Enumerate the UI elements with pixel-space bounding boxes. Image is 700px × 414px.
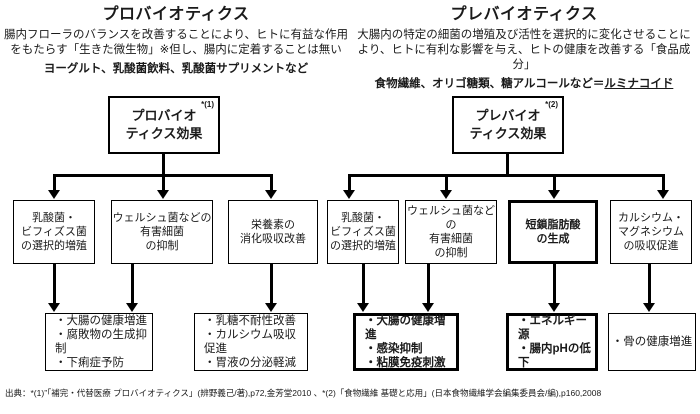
prebiotics-middle-box-3: 短鎖脂肪酸 の生成	[508, 200, 598, 264]
arrow-prebiotics-mid-4	[657, 190, 669, 199]
prebiotics-header: プレバイオティクス 大腸内の特定の細菌の増殖及び活性を選択的に変化させることに …	[350, 0, 698, 92]
probiotics-leaf-label-1: ・大腸の健康増進 ・腐敗物の生成抑制 ・下痢症予防	[55, 315, 147, 369]
connector-prebiotics-leaf-stem-3	[553, 264, 556, 304]
arrow-prebiotics-leaf-1	[357, 303, 369, 312]
connector-prebiotics-drop-3	[553, 174, 556, 191]
connector-prebiotics-bus	[348, 174, 665, 177]
arrow-prebiotics-leaf-4	[643, 303, 655, 312]
prebiotics-leaf-box-2: ・エネルギー源 ・腸内pHの低下	[506, 313, 598, 371]
arrow-probiotics-leaf-2	[126, 303, 138, 312]
probiotics-leaf-box-2: ・乳糖不耐性改善 ・カルシウム吸収促進 ・胃液の分泌軽減	[194, 313, 308, 371]
arrow-probiotics-mid-3	[265, 190, 277, 199]
connector-probiotics-drop-2	[162, 174, 165, 191]
prebiotics-middle-box-4: カルシウム・ マグネシウム の吸収促進	[610, 200, 692, 264]
probiotics-root-box: *(1) プロバイオ ティクス効果	[108, 96, 220, 154]
prebiotics-leaf-box-1: ・大腸の健康増進 ・感染抑制 ・粘膜免疫刺激	[353, 313, 459, 371]
arrow-probiotics-mid-2	[157, 190, 169, 199]
probiotics-title: プロバイオティクス	[102, 6, 250, 23]
arrow-probiotics-mid-1	[48, 190, 60, 199]
prebiotics-root-footnote: *(2)	[545, 100, 558, 109]
prebiotics-root-label: プレバイオ ティクス効果	[469, 108, 547, 141]
source-citation: 出典：*(1)”「補完・代替医療 プロバイオティクス」(辨野義己/著),p72,…	[5, 388, 602, 398]
probiotics-leaf-box-1: ・大腸の健康増進 ・腐敗物の生成抑制 ・下痢症予防	[45, 313, 153, 371]
probiotics-middle-box-2: ウェルシュ菌などの 有害細菌 の抑制	[111, 200, 213, 264]
prebiotics-description: 大腸内の特定の細菌の増殖及び活性を選択的に変化させることに より、ヒトに有利な影…	[357, 29, 691, 71]
prebiotics-leaf-label-2: ・エネルギー源 ・腸内pHの低下	[518, 315, 591, 369]
prebiotics-middle-label-3: 短鎖脂肪酸 の生成	[525, 219, 581, 245]
prebiotics-leaf-label-3: ・骨の健康増進	[611, 336, 693, 348]
probiotics-middle-box-3: 栄養素の 消化吸収改善	[228, 200, 318, 264]
prebiotics-examples-text: 食物繊維、オリゴ糖類、糖アルコールなど＝	[374, 78, 605, 90]
probiotics-examples-text: ヨーグルト、乳酸菌飲料、乳酸菌サプリメントなど	[43, 63, 309, 75]
connector-prebiotics-leaf-stem-1	[362, 264, 365, 304]
connector-probiotics-root-stem	[162, 154, 165, 176]
connector-probiotics-leaf-stem-1	[53, 264, 56, 304]
arrow-prebiotics-mid-1	[343, 190, 355, 199]
connector-prebiotics-drop-2	[445, 174, 448, 191]
prebiotics-leaf-label-1: ・大腸の健康増進 ・感染抑制 ・粘膜免疫刺激	[365, 315, 446, 369]
prebiotics-examples-underlined: ルミナコイド	[604, 78, 674, 90]
connector-probiotics-drop-1	[53, 174, 56, 191]
connector-prebiotics-drop-4	[662, 174, 665, 191]
probiotics-root-footnote: *(1)	[201, 100, 214, 109]
prebiotics-middle-box-1: 乳酸菌・ ビフィズス菌 の選択的増殖	[327, 200, 399, 264]
probiotics-description: 腸内フローラのバランスを改善することにより、ヒトに有益な作用 をもたらす「生きた…	[3, 29, 349, 56]
probiotics-middle-box-1: 乳酸菌・ ビフィズス菌 の選択的増殖	[13, 200, 95, 264]
prebiotics-root-box: *(2) プレバイオ ティクス効果	[452, 96, 564, 154]
prebiotics-middle-label-4: カルシウム・ マグネシウム の吸収促進	[618, 212, 684, 252]
prebiotics-middle-label-1: 乳酸菌・ ビフィズス菌 の選択的増殖	[330, 212, 396, 252]
connector-prebiotics-leaf-stem-4	[648, 264, 651, 304]
arrow-prebiotics-mid-2	[440, 190, 452, 199]
prebiotics-examples: 食物繊維、オリゴ糖類、糖アルコールなど＝ルミナコイド	[350, 77, 698, 92]
prebiotics-middle-label-2: ウェルシュ菌などの 有害細菌 の抑制	[407, 205, 495, 259]
probiotics-header: プロバイオティクス 腸内フローラのバランスを改善することにより、ヒトに有益な作用…	[2, 0, 350, 77]
connector-prebiotics-leaf-stem-2	[427, 264, 430, 304]
probiotics-leaf-label-2: ・乳糖不耐性改善 ・カルシウム吸収促進 ・胃液の分泌軽減	[204, 315, 296, 369]
arrow-prebiotics-leaf-2	[422, 303, 434, 312]
arrow-probiotics-leaf-1	[48, 303, 60, 312]
prebiotics-middle-box-2: ウェルシュ菌などの 有害細菌 の抑制	[405, 200, 497, 264]
prebiotics-title: プレバイオティクス	[450, 6, 598, 23]
probiotics-examples: ヨーグルト、乳酸菌飲料、乳酸菌サプリメントなど	[2, 62, 350, 77]
prebiotics-leaf-box-3: ・骨の健康増進	[608, 313, 696, 371]
connector-probiotics-leaf-stem-3	[270, 264, 273, 304]
arrow-probiotics-leaf-3	[265, 303, 277, 312]
probiotics-root-label: プロバイオ ティクス効果	[125, 108, 203, 141]
arrow-prebiotics-mid-3	[548, 190, 560, 199]
arrow-prebiotics-leaf-3	[548, 303, 560, 312]
probiotics-middle-label-3: 栄養素の 消化吸収改善	[240, 219, 306, 245]
connector-probiotics-leaf-stem-2	[131, 264, 134, 304]
connector-prebiotics-drop-1	[348, 174, 351, 191]
probiotics-middle-label-2: ウェルシュ菌などの 有害細菌 の抑制	[112, 212, 212, 252]
probiotics-middle-label-1: 乳酸菌・ ビフィズス菌 の選択的増殖	[21, 212, 87, 252]
connector-prebiotics-root-stem	[506, 154, 509, 176]
connector-probiotics-drop-3	[270, 174, 273, 191]
